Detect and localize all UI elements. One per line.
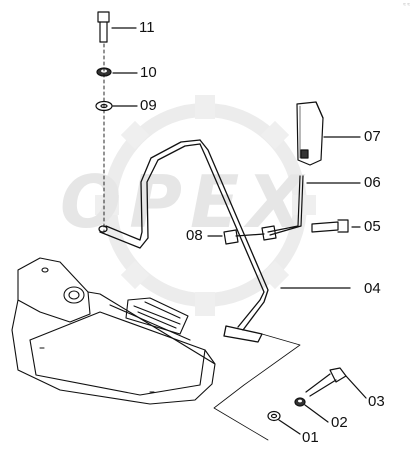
callout-09: 09: [140, 97, 157, 114]
callout-03: 03: [368, 393, 385, 410]
nut-10-icon: [96, 67, 138, 77]
corner-mark: ≈ ≈: [403, 2, 410, 8]
callout-01: 01: [302, 429, 319, 446]
washer-01-icon: [267, 410, 301, 435]
lockwasher-02-icon: [294, 397, 329, 423]
washer-09-icon: [95, 100, 138, 112]
bolt-05-icon: [311, 219, 361, 233]
callout-04: 04: [364, 280, 381, 297]
callout-02: 02: [331, 414, 348, 431]
rod-06-icon: [267, 175, 361, 236]
clamp-08-icon: [207, 225, 277, 245]
callout-10: 10: [140, 64, 157, 81]
callout-07: 07: [364, 128, 381, 145]
pad-07-icon: [296, 101, 361, 166]
bolt-11-icon: [97, 11, 137, 43]
callout-06: 06: [364, 174, 381, 191]
callout-05: 05: [364, 218, 381, 235]
bolt-03-icon: [305, 367, 367, 399]
handrail-04-icon: [98, 139, 351, 343]
step-frame-icon: [11, 257, 216, 405]
callout-11: 11: [139, 19, 155, 36]
callout-08: 08: [186, 227, 203, 244]
